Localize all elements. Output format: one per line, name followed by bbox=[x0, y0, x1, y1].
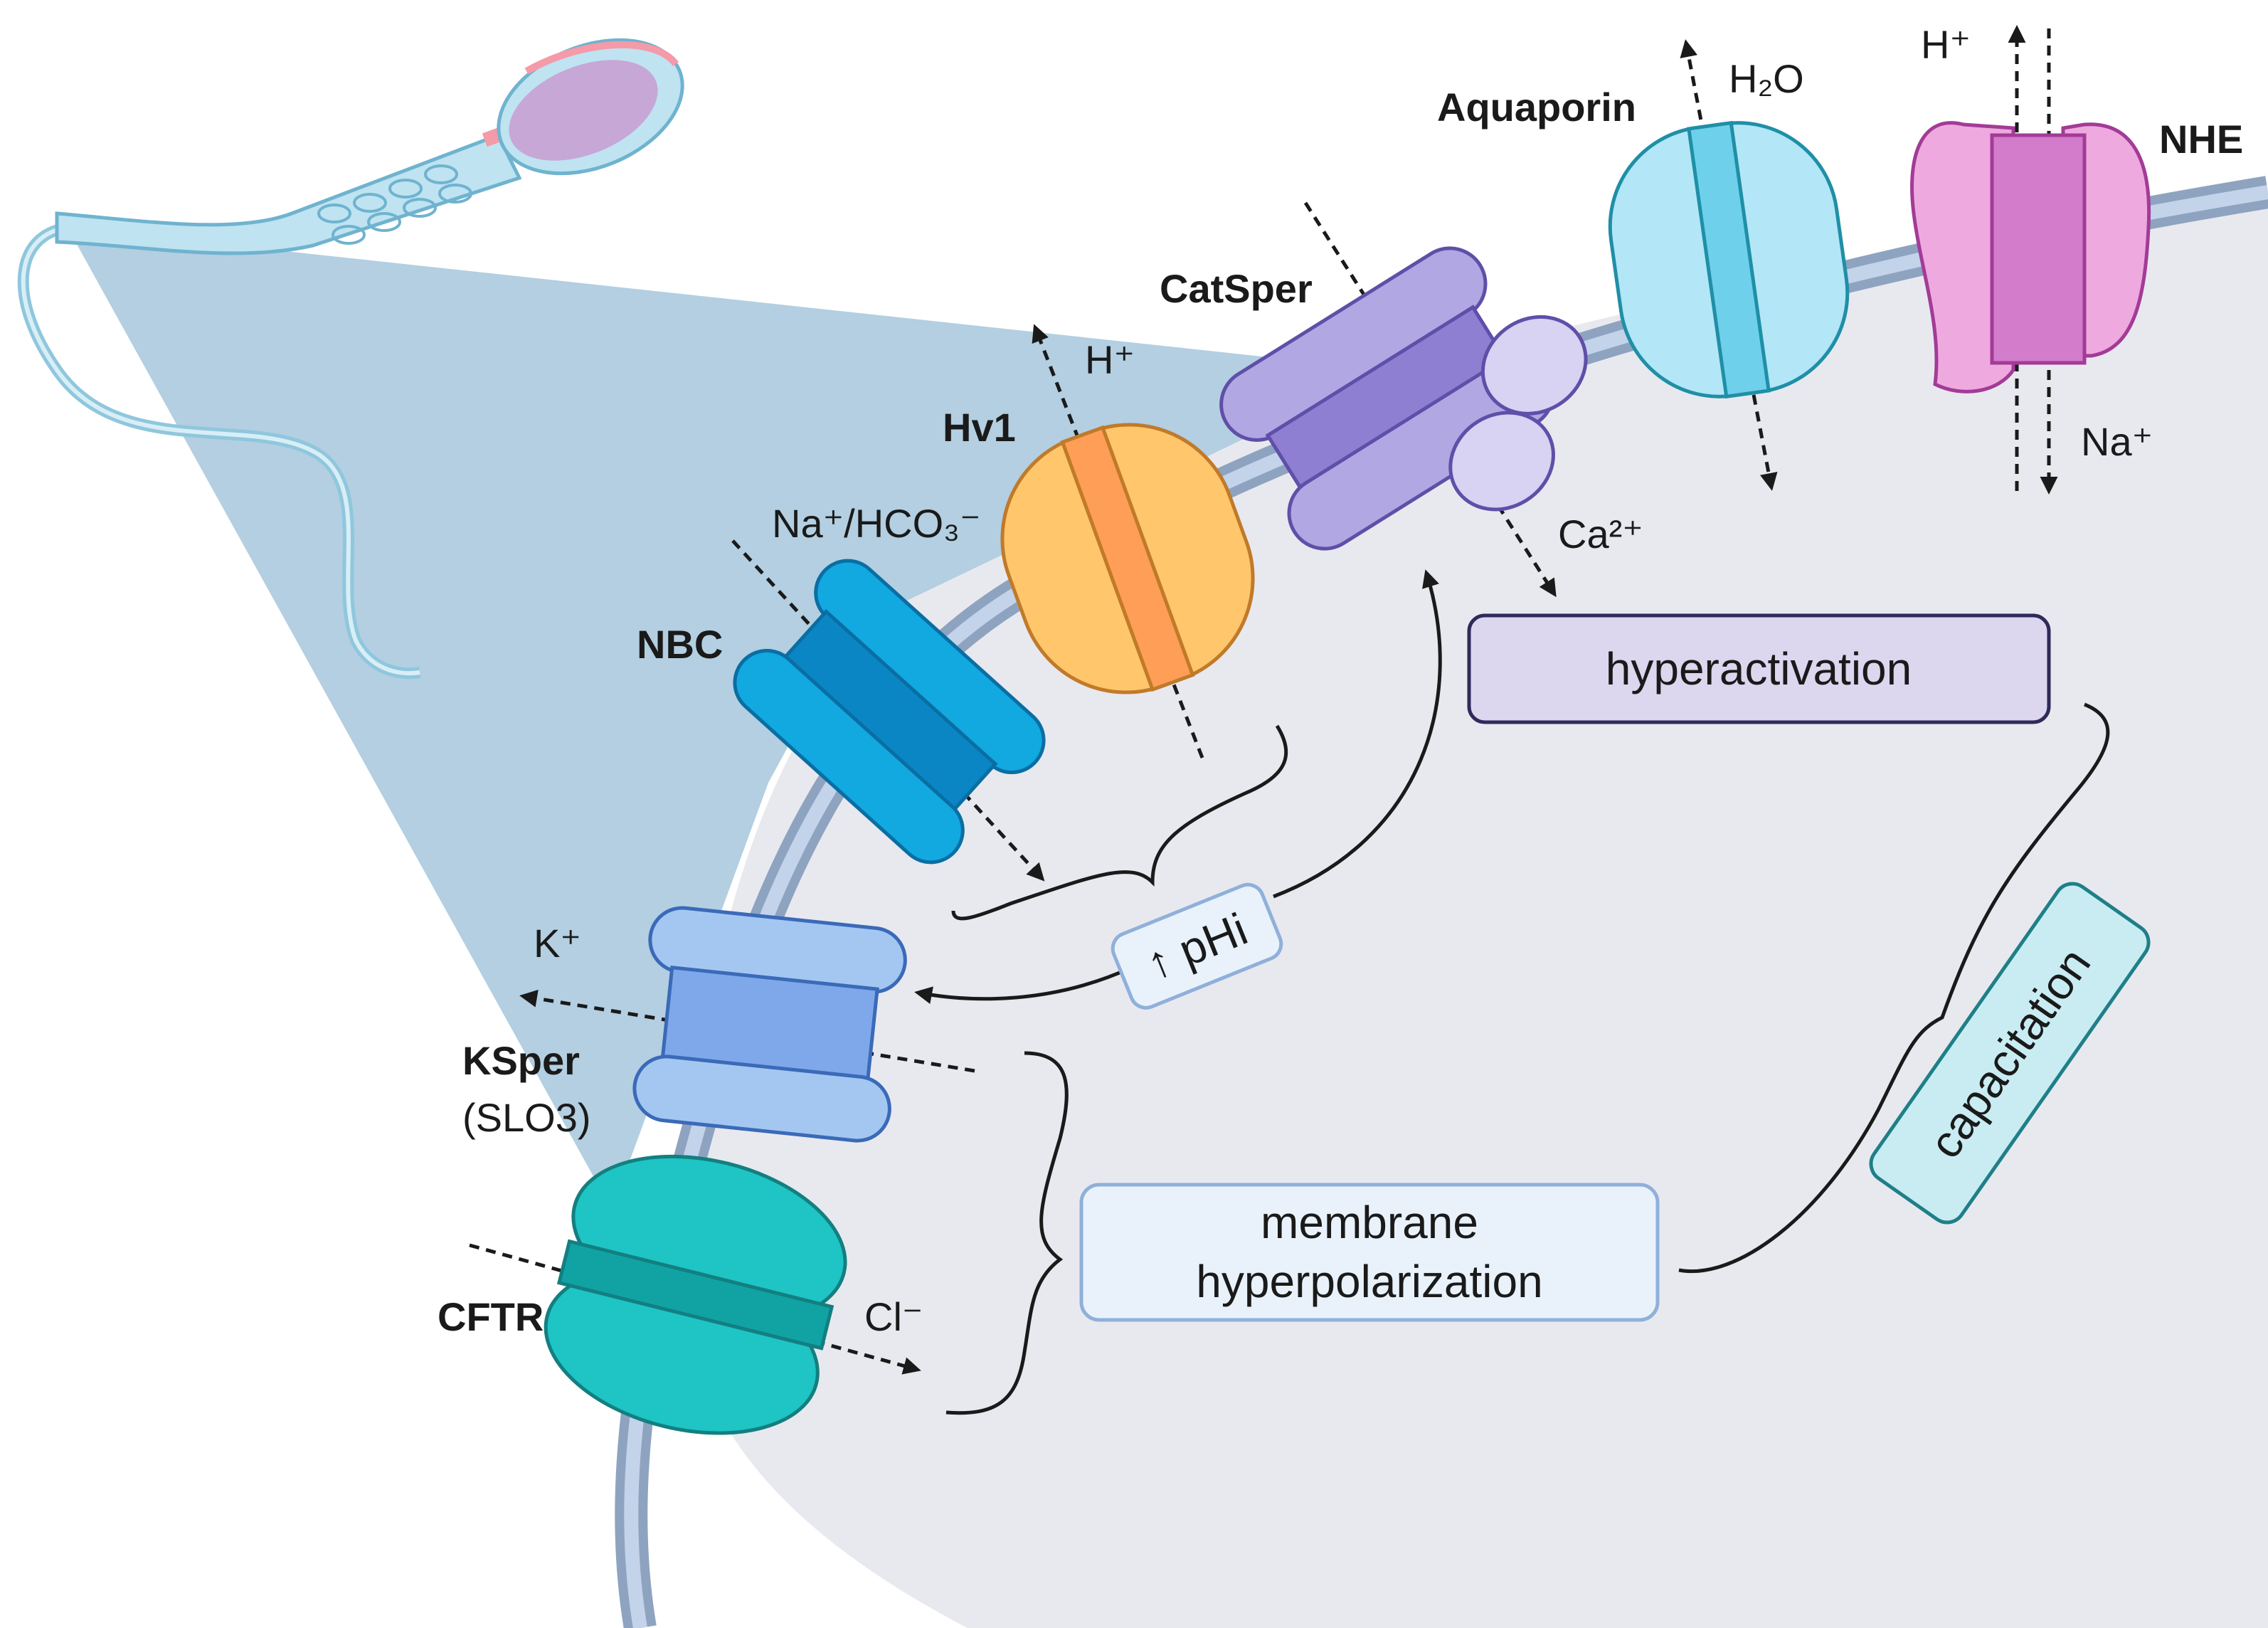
membrane-hyperpolarization-box bbox=[1079, 1183, 1660, 1322]
h2o-label: H₂O bbox=[1729, 56, 1804, 101]
hyperactivation-label: hyperactivation bbox=[1606, 643, 1912, 694]
membrane-label-line2: hyperpolarization bbox=[1196, 1256, 1542, 1307]
hyperpolarization-brace bbox=[945, 1051, 1069, 1415]
catsper-channel-icon bbox=[1219, 246, 1588, 551]
nbc-transporter-icon bbox=[733, 559, 1046, 865]
phi-to-catsper-arrow bbox=[1273, 569, 1442, 899]
h-hv1-label: H⁺ bbox=[1085, 337, 1135, 382]
phi-to-ksper-arrow bbox=[914, 966, 1133, 1004]
hv1-label: Hv1 bbox=[943, 405, 1016, 450]
na-hco3-label: Na⁺/HCO₃⁻ bbox=[772, 501, 981, 546]
cftr-label: CFTR bbox=[438, 1294, 544, 1339]
ksper-alias-label: (SLO3) bbox=[462, 1095, 591, 1140]
sperm-cell-icon bbox=[17, 38, 684, 680]
na-nhe-label: Na⁺ bbox=[2081, 419, 2153, 464]
capacitation-box bbox=[1869, 882, 2151, 1225]
catsper-label: CatSper bbox=[1160, 266, 1313, 311]
aquaporin-channel-icon bbox=[1608, 120, 1850, 399]
cl-label: Cl⁻ bbox=[864, 1294, 923, 1339]
h-nhe-label: H⁺ bbox=[1921, 22, 1971, 67]
hyperactivation-box bbox=[1467, 613, 2051, 724]
cftr-channel-icon bbox=[544, 1154, 847, 1435]
ksper-label: KSper bbox=[462, 1038, 580, 1083]
ph-brace bbox=[951, 724, 1288, 921]
membrane-label-line1: membrane bbox=[1261, 1197, 1478, 1248]
hv1-channel-icon bbox=[1000, 423, 1255, 694]
capacitation-brace bbox=[1678, 702, 2110, 1273]
nbc-label: NBC bbox=[637, 622, 723, 667]
nhe-label: NHE bbox=[2159, 117, 2243, 162]
ca-label: Ca²⁺ bbox=[1558, 512, 1643, 556]
cftr-transport-arrow bbox=[469, 1243, 921, 1375]
aquaporin-label: Aquaporin bbox=[1437, 85, 1636, 130]
phi-box bbox=[1111, 882, 1283, 1010]
ksper-channel-icon bbox=[632, 906, 907, 1143]
nhe-exchanger-icon bbox=[1910, 121, 2151, 393]
k-label: K⁺ bbox=[534, 921, 581, 966]
